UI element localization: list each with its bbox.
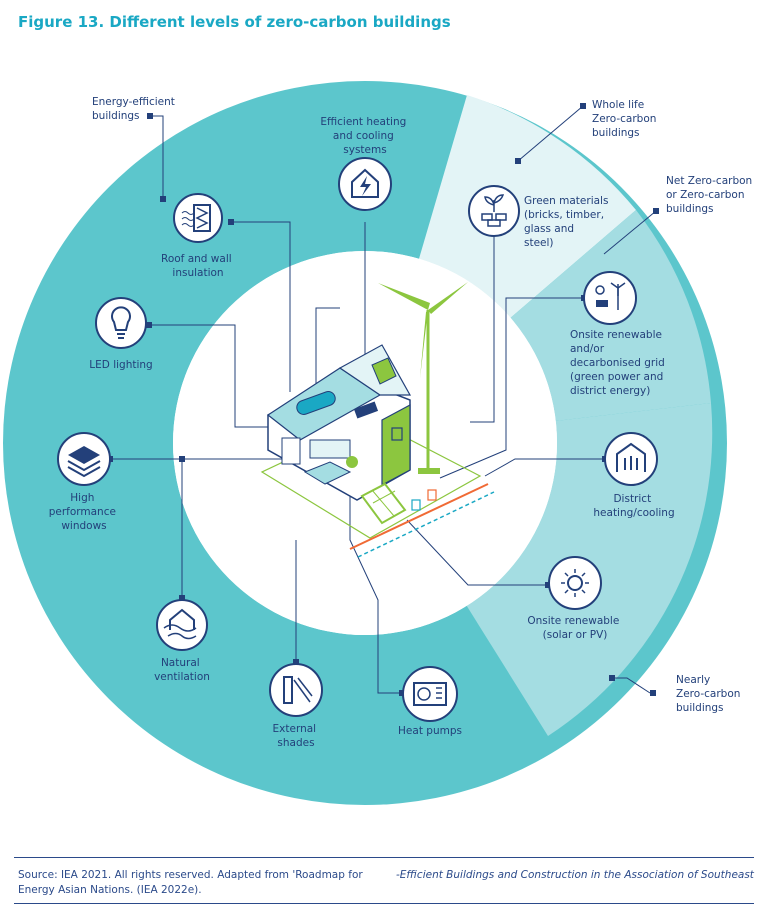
windows-layers-icon: [57, 432, 111, 486]
label-energy-efficient: Energy-efficient buildings: [92, 96, 178, 122]
label-net-zero: Net Zero-carbon or Zero-carbon buildings: [666, 175, 756, 215]
footer-italic: -Efficient Buildings and Construction in…: [396, 869, 754, 881]
heat-pump-icon: [402, 666, 458, 722]
label-onsite-grid: Onsite renewable and/or decarbonised gri…: [570, 329, 668, 397]
label-nearly-zero: Nearly Zero-carbon buildings: [676, 674, 744, 714]
measure-icons: [57, 157, 658, 722]
footer-source: Source: IEA 2021. All rights reserved. A…: [18, 869, 363, 896]
insulation-icon: [173, 193, 223, 243]
label-heating-cooling: Efficient heating and cooling systems: [320, 116, 409, 156]
labels: Energy-efficient buildings Whole life Ze…: [49, 96, 756, 749]
figure-title: Figure 13. Different levels of zero-carb…: [18, 13, 451, 31]
label-district: District heating/cooling: [593, 493, 674, 519]
label-ventilation: Natural ventilation: [154, 657, 210, 683]
house-illustration: [260, 282, 495, 558]
green-materials-icon: [468, 185, 520, 237]
footer-top-rule: [14, 857, 754, 858]
label-onsite-solar: Onsite renewable (solar or PV): [527, 615, 622, 641]
label-roof-wall: Roof and wall insulation: [161, 253, 235, 279]
led-bulb-icon: [95, 297, 147, 349]
external-shades-icon: [269, 663, 323, 717]
heating-cooling-icon: [338, 157, 392, 211]
label-heat-pumps: Heat pumps: [398, 725, 462, 737]
ventilation-icon: [156, 599, 208, 651]
district-heating-icon: [604, 432, 658, 486]
sun-icon: [548, 556, 602, 610]
label-shades: External shades: [273, 723, 320, 749]
label-windows: High performance windows: [49, 492, 120, 532]
label-green-materials: Green materials (bricks, timber, glass a…: [524, 195, 612, 249]
onsite-grid-icon: [583, 271, 637, 325]
label-led: LED lighting: [89, 359, 152, 371]
label-whole-life: Whole life Zero-carbon buildings: [592, 99, 660, 139]
footer-bottom-rule: [14, 903, 754, 904]
